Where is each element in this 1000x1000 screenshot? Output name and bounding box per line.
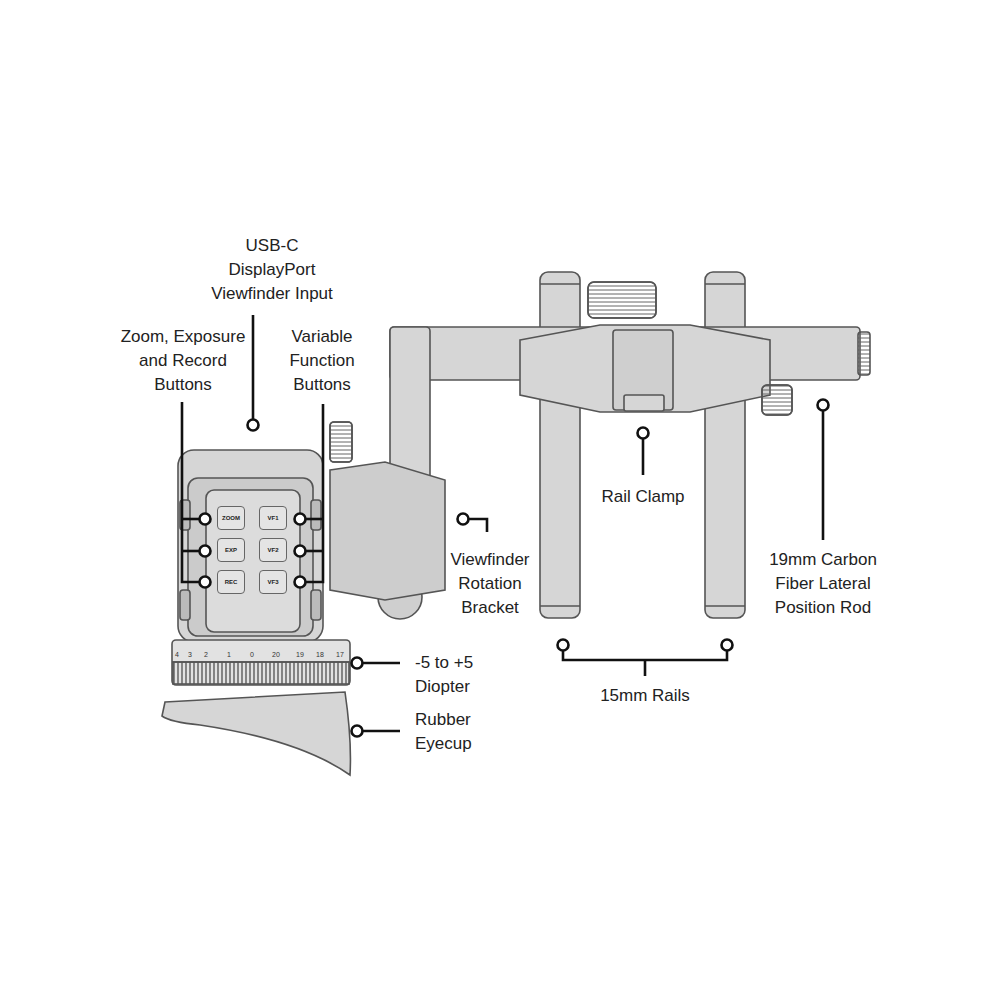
diopter-scale-number: 4 [175,651,179,659]
control-button: ZOOM [217,506,245,530]
part-label: Variable Function Buttons [267,325,377,397]
diopter-scale-number: 18 [316,651,324,659]
button-label: VF2 [267,547,278,554]
button-label: VF1 [267,515,278,522]
leader-lines [182,315,829,737]
diopter-scale-number: 3 [188,651,192,659]
button-label: REC [225,579,238,586]
part-label: Rubber Eyecup [415,708,505,756]
rubber-eyecup [162,692,350,775]
control-button: REC [217,570,245,594]
part-label: Viewfinder Rotation Bracket [438,548,543,620]
diopter-scale-number: 0 [250,651,254,659]
control-button: VF2 [259,538,287,562]
diopter-scale-number: 17 [336,651,344,659]
part-label: 19mm Carbon Fiber Lateral Position Rod [763,548,883,620]
diopter-ring [172,640,350,685]
diopter-scale-number: 20 [272,651,280,659]
control-button: VF1 [259,506,287,530]
diopter-scale-number: 2 [204,651,208,659]
part-label: Zoom, Exposure and Record Buttons [121,325,246,397]
part-label: 15mm Rails [585,684,705,708]
button-label: EXP [225,547,237,554]
button-label: ZOOM [222,515,240,522]
rail [540,272,580,618]
diopter-scale-number: 1 [227,651,231,659]
part-label: Rail Clamp [583,485,703,509]
control-button: VF3 [259,570,287,594]
rail [705,272,745,618]
part-label: -5 to +5 Diopter [415,651,505,699]
button-label: VF3 [267,579,278,586]
diopter-scale-number: 19 [296,651,304,659]
rail-clamp [520,325,770,412]
part-label: USB-C DisplayPort Viewfinder Input [202,234,342,306]
control-button: EXP [217,538,245,562]
viewfinder-body [178,450,323,642]
